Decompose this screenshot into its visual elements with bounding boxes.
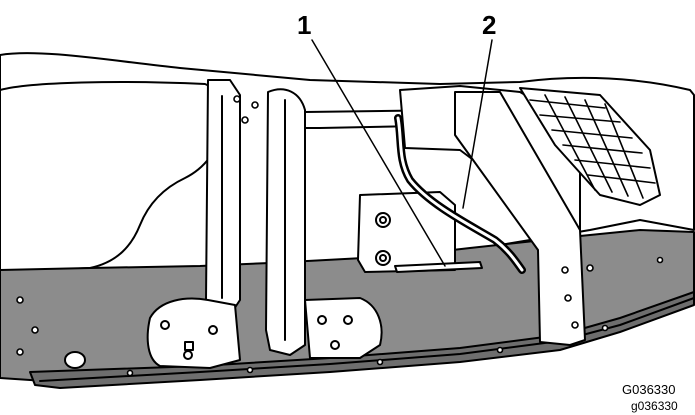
floor-lip-edge [39,297,695,382]
mounting-holes [16,95,664,377]
file-code: g036330 [631,399,678,413]
latch-ring [64,351,86,369]
callout-label-2: 2 [482,10,497,40]
graphic-code: G036330 [622,382,676,397]
center-floor-bracket [304,297,383,359]
callout-label-1: 1 [297,10,312,40]
right-mount-plate [454,91,586,346]
callout-1-leader [311,39,446,267]
grille-slats [529,94,656,199]
bolt [375,212,391,228]
left-floor-bracket [146,297,241,369]
bolt [375,250,391,266]
callout-2-leader [462,39,493,209]
floor-slot [394,261,483,273]
